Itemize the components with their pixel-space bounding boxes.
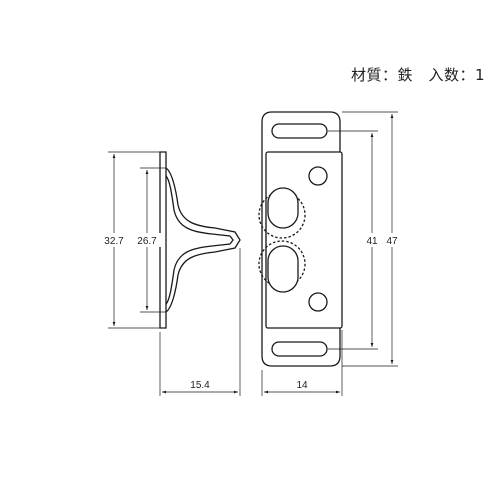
clip-spring-inner	[165, 175, 234, 305]
dim-total-length: 47	[386, 236, 398, 247]
dim-width: 14	[296, 380, 308, 391]
clip-base-strip	[159, 151, 167, 329]
screw-hole-top	[308, 166, 328, 186]
spec-label: 材質：鉄 入数：1	[350, 66, 485, 84]
roller-top	[267, 187, 299, 229]
front-view-plate	[258, 111, 343, 367]
roller-bottom	[267, 245, 299, 293]
dim-height-outer: 32.7	[104, 236, 124, 247]
dim-hole-pitch: 41	[366, 236, 378, 247]
dim-height-inner: 26.7	[137, 236, 157, 247]
screw-hole-bottom	[308, 292, 328, 312]
bottom-slot	[271, 341, 328, 357]
top-slot	[271, 123, 328, 139]
side-view-dim-labels: 32.7 26.7 15.4	[100, 233, 210, 391]
front-view-dim-labels: 41 47 14	[296, 233, 400, 391]
roller-top-dashed	[258, 191, 306, 239]
roller-bottom-dashed	[258, 240, 306, 288]
plate-body	[265, 151, 343, 329]
clip-spring-outer	[165, 167, 241, 313]
side-view-clip	[159, 151, 241, 329]
dim-depth: 15.4	[190, 380, 210, 391]
